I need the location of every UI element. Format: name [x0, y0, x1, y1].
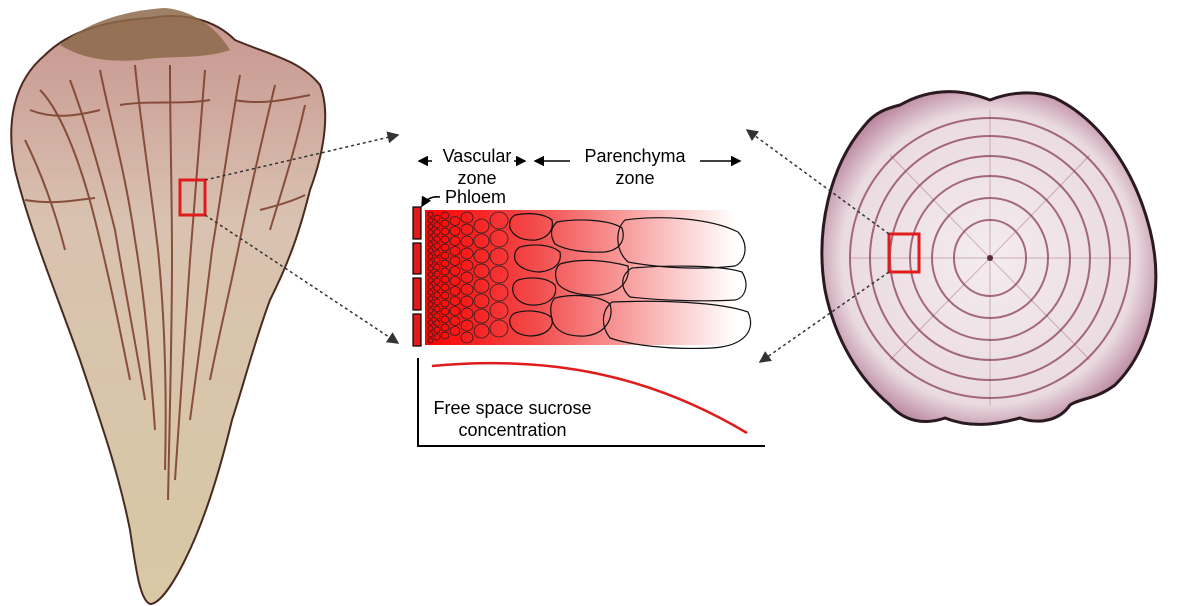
- phloem-label: Phloem: [445, 186, 525, 208]
- sucrose-gradient-band: [425, 210, 735, 345]
- beet-crown: [60, 8, 230, 61]
- phloem-strand: [413, 243, 421, 274]
- transverse-beet-slice: [822, 92, 1156, 425]
- tissue-schematic: [413, 207, 750, 348]
- vascular-zone-label: Vascular zone: [436, 145, 518, 189]
- longitudinal-beet-section: [11, 8, 325, 604]
- concentration-label: Free space sucrose concentration: [425, 397, 600, 441]
- phloem-pointer-arrow: [422, 197, 440, 206]
- phloem-strand: [413, 278, 421, 310]
- beet-outline: [11, 16, 325, 604]
- phloem-strands: [413, 207, 421, 346]
- phloem-strand: [413, 207, 421, 239]
- parenchyma-zone-label: Parenchyma zone: [570, 145, 700, 189]
- phloem-strand: [413, 314, 421, 346]
- slice-center: [987, 255, 993, 261]
